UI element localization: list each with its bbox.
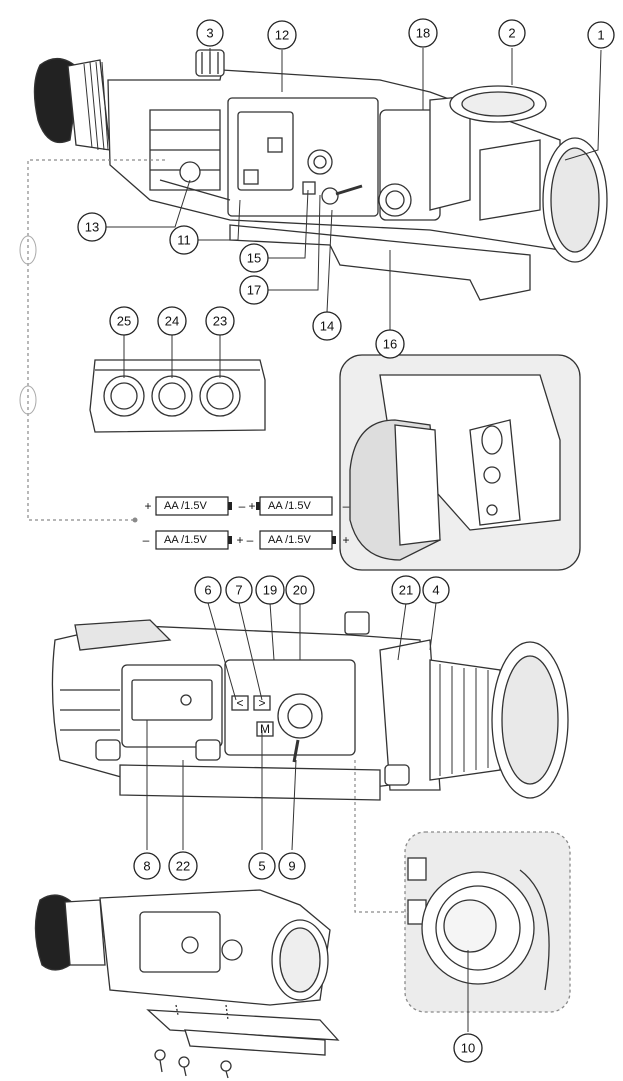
callout-14: 14 xyxy=(312,311,342,341)
svg-text:1: 1 xyxy=(597,28,604,43)
svg-text:23: 23 xyxy=(213,314,227,329)
battery-compartment xyxy=(89,359,266,433)
svg-text:11: 11 xyxy=(177,233,191,248)
svg-text:9: 9 xyxy=(288,859,295,874)
detail-inset-dial xyxy=(354,760,571,1013)
svg-text:19: 19 xyxy=(263,583,277,598)
battery-diagram: + AA /1.5V – + AA /1.5V – – AA /1.5V + –… xyxy=(143,496,350,550)
battery-1-minus: – xyxy=(239,499,246,513)
callout-17: 17 xyxy=(239,275,269,305)
battery-1-label: AA /1.5V xyxy=(164,500,207,512)
svg-text:12: 12 xyxy=(275,28,289,43)
callout-19: 19 xyxy=(255,575,285,605)
battery-4-minus: – xyxy=(247,533,254,547)
left-button-mark: < xyxy=(236,696,243,710)
side-panel-buttons: < > M xyxy=(236,696,270,736)
svg-text:7: 7 xyxy=(235,583,242,598)
battery-3-minus: – xyxy=(143,533,150,547)
battery-3-plus: + xyxy=(236,533,243,547)
svg-text:24: 24 xyxy=(165,314,179,329)
callout-9: 9 xyxy=(278,852,306,880)
connector-lines xyxy=(19,159,165,523)
svg-text:16: 16 xyxy=(383,337,397,352)
battery-2-minus: – xyxy=(343,499,350,513)
callout-7: 7 xyxy=(225,576,253,604)
svg-text:22: 22 xyxy=(176,859,190,874)
callout-21: 21 xyxy=(391,575,421,605)
svg-text:5: 5 xyxy=(258,859,265,874)
svg-text:18: 18 xyxy=(416,26,430,41)
callout-16: 16 xyxy=(375,329,405,359)
callout-24: 24 xyxy=(157,306,187,336)
svg-text:10: 10 xyxy=(461,1041,475,1056)
svg-text:21: 21 xyxy=(399,583,413,598)
callout-2: 2 xyxy=(498,19,526,47)
callout-1: 1 xyxy=(587,21,615,49)
svg-text:13: 13 xyxy=(85,220,99,235)
svg-text:14: 14 xyxy=(320,319,334,334)
callout-5: 5 xyxy=(248,852,276,880)
callout-4: 4 xyxy=(422,576,450,604)
svg-text:4: 4 xyxy=(432,583,439,598)
menu-button-mark: M xyxy=(260,722,270,736)
leader-lines xyxy=(105,48,602,1032)
svg-text:3: 3 xyxy=(206,26,213,41)
callout-10: 10 xyxy=(453,1033,483,1063)
callout-20: 20 xyxy=(285,575,315,605)
right-button-mark: > xyxy=(258,696,265,710)
battery-4-plus: + xyxy=(342,533,349,547)
detail-inset-rear xyxy=(339,354,581,571)
battery-1-plus: + xyxy=(144,499,151,513)
battery-2-plus: + xyxy=(248,499,255,513)
scope-mount-view xyxy=(34,889,340,1079)
battery-4: – AA /1.5V + xyxy=(247,530,350,550)
svg-text:8: 8 xyxy=(143,859,150,874)
svg-text:20: 20 xyxy=(293,583,307,598)
callout-22: 22 xyxy=(168,851,198,881)
battery-4-label: AA /1.5V xyxy=(268,534,311,546)
battery-2: + AA /1.5V – xyxy=(248,496,350,516)
scope-side-view xyxy=(51,611,569,801)
svg-text:17: 17 xyxy=(247,283,261,298)
battery-3-label: AA /1.5V xyxy=(164,534,207,546)
callout-11: 11 xyxy=(169,225,199,255)
callout-labels: 1 2 3 4 5 6 7 8 9 10 11 12 13 14 15 16 1… xyxy=(77,18,615,1063)
svg-text:6: 6 xyxy=(204,583,211,598)
callout-8: 8 xyxy=(133,852,161,880)
callout-23: 23 xyxy=(205,306,235,336)
battery-3: – AA /1.5V + xyxy=(143,530,244,550)
callout-12: 12 xyxy=(267,20,297,50)
callout-3: 3 xyxy=(196,19,224,47)
battery-2-label: AA /1.5V xyxy=(268,500,311,512)
callout-18: 18 xyxy=(408,18,438,48)
svg-text:2: 2 xyxy=(508,26,515,41)
battery-1: + AA /1.5V – xyxy=(144,496,246,516)
scope-top-view xyxy=(33,49,608,301)
callout-6: 6 xyxy=(194,576,222,604)
callout-15: 15 xyxy=(239,243,269,273)
svg-text:15: 15 xyxy=(247,251,261,266)
callout-13: 13 xyxy=(77,212,107,242)
callout-25: 25 xyxy=(109,306,139,336)
svg-text:25: 25 xyxy=(117,314,131,329)
